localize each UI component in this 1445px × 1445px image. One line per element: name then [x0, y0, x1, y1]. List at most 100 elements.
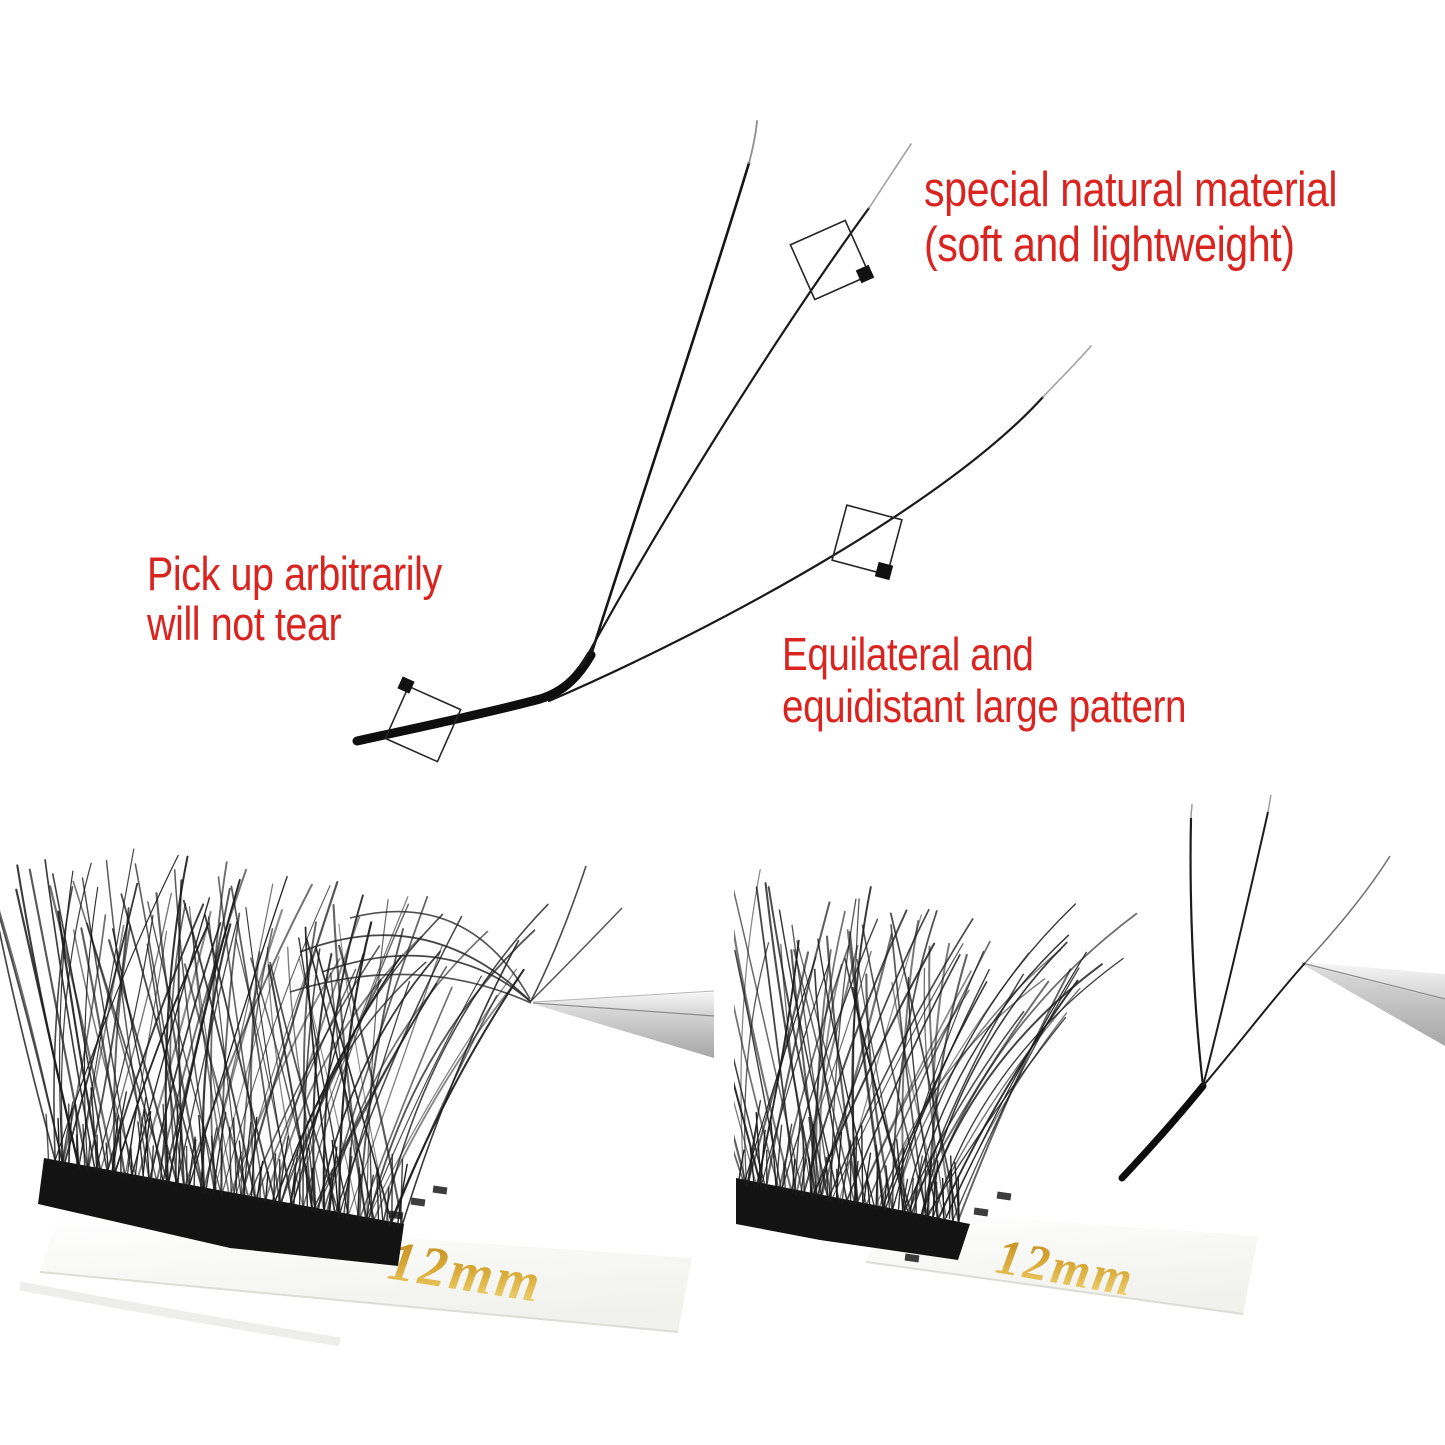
lash-strand — [338, 981, 411, 1217]
lash-strand — [382, 903, 549, 1224]
lash-strand — [57, 1118, 61, 1165]
lash-strand — [83, 886, 99, 1172]
lash-strand — [848, 931, 886, 1212]
lash-strand — [302, 948, 321, 1209]
tape-tick — [973, 1207, 989, 1217]
lash-strand — [817, 938, 876, 1209]
lash-field — [734, 869, 1138, 1224]
lash-strand — [188, 905, 236, 1199]
extracted-strand-right — [1202, 962, 1306, 1087]
lash-strand — [266, 946, 304, 1209]
lash-strand — [86, 922, 170, 1186]
lash-strand — [846, 954, 961, 1202]
lash-strand — [316, 950, 441, 1212]
lash-strand — [15, 888, 80, 1169]
annotation-line: Pick up arbitrarily — [147, 547, 442, 600]
lash-strand — [734, 1003, 780, 1191]
lash-strand — [221, 885, 331, 1197]
lash-strand — [245, 907, 293, 1209]
lash-strand — [234, 954, 314, 1199]
lash-strand — [334, 915, 463, 1215]
lash-strand — [112, 925, 132, 1175]
lash-strand — [790, 950, 872, 1191]
tweezers-upper-jaw — [533, 992, 714, 1016]
callout-marker-pickup — [384, 676, 462, 763]
annotation-line: special natural material — [924, 163, 1338, 217]
photo-lash-tray-left: 12mm — [0, 848, 715, 1347]
lash-strand — [235, 939, 294, 1204]
lash-strand — [740, 869, 761, 1185]
lash-strand — [796, 940, 868, 1206]
tape-edge — [39, 1271, 679, 1333]
lash-strand — [891, 981, 946, 1221]
photo-lash-tray-right: 12mm — [734, 794, 1445, 1315]
tweezers-top-edge — [532, 990, 715, 1003]
lash-strand — [925, 1016, 1067, 1219]
tweezers-right — [1301, 962, 1445, 1046]
tweezers-seam — [1301, 962, 1445, 1000]
annotation-line: equidistant large pattern — [782, 680, 1187, 732]
lash-strand — [28, 868, 89, 1172]
adhesive-band — [736, 1178, 970, 1260]
fan-strand-middle-tip — [868, 143, 912, 209]
lash-field — [0, 848, 549, 1228]
tape-tick — [996, 1191, 1012, 1201]
extracted-strand-left — [1189, 817, 1205, 1087]
tape-tick — [410, 1197, 426, 1207]
lash-strand — [734, 1100, 758, 1187]
extracted-strand-left-tip — [1190, 803, 1193, 819]
lash-strand — [59, 870, 74, 1166]
lash-strand — [891, 949, 1062, 1211]
lash-strand — [865, 973, 894, 1211]
lash-strand — [240, 881, 339, 1199]
lash-fan-diagram — [352, 120, 1092, 763]
lash-strand — [760, 963, 830, 1188]
lash-strand — [365, 975, 482, 1220]
lash-strand — [134, 863, 190, 1188]
annotation-special-material: special natural material (soft and light… — [924, 163, 1338, 273]
extracted-strand-middle — [1202, 811, 1269, 1087]
lash-strand — [923, 967, 947, 1219]
lash-strand — [61, 914, 107, 1167]
lash-strand — [800, 1158, 807, 1197]
lifted-fan-tips — [530, 865, 623, 1002]
lash-strand — [401, 939, 520, 1226]
lash-strand — [775, 1124, 783, 1192]
lash-strand — [856, 958, 906, 1212]
lash-strand — [173, 869, 216, 1192]
extracted-fan-stem — [1118, 1082, 1207, 1182]
fan-base-stem — [352, 650, 596, 746]
lash-strand — [287, 946, 325, 1211]
lash-strand — [147, 901, 223, 1197]
lash-strand — [49, 885, 116, 1175]
lash-strand — [734, 1057, 767, 1190]
lash-strand — [755, 886, 797, 1197]
lash-strand — [54, 854, 179, 1161]
fan-strand-left-tip — [748, 120, 758, 164]
lash-strand — [932, 957, 1124, 1218]
callout-marker-pattern — [831, 504, 903, 581]
lash-strand — [755, 939, 800, 1187]
tweezers-left — [532, 990, 715, 1058]
lash-strand — [269, 961, 341, 1218]
tape-shadow — [19, 1281, 341, 1347]
lash-strand — [908, 934, 1070, 1214]
lash-strand — [230, 885, 281, 1206]
annotation-line: will not tear — [147, 597, 342, 650]
lash-strand — [315, 947, 393, 1224]
extracted-lash-fan — [1118, 794, 1391, 1182]
lash-strand — [851, 986, 913, 1215]
lash-strand — [769, 1117, 777, 1192]
lash-strand — [734, 927, 793, 1191]
lash-strand — [271, 935, 423, 1204]
extracted-strand-right-tip — [1304, 855, 1391, 964]
lash-strand — [838, 914, 923, 1202]
tweezers-seam — [532, 1002, 715, 1017]
lash-strand — [289, 913, 444, 1207]
lash-strand — [267, 964, 314, 1212]
lash-strand — [920, 941, 1068, 1216]
lash-strand — [376, 1170, 380, 1223]
tape-strip — [40, 1214, 692, 1332]
annotation-equilateral-pattern: Equilateral and equidistant large patter… — [782, 628, 1187, 732]
